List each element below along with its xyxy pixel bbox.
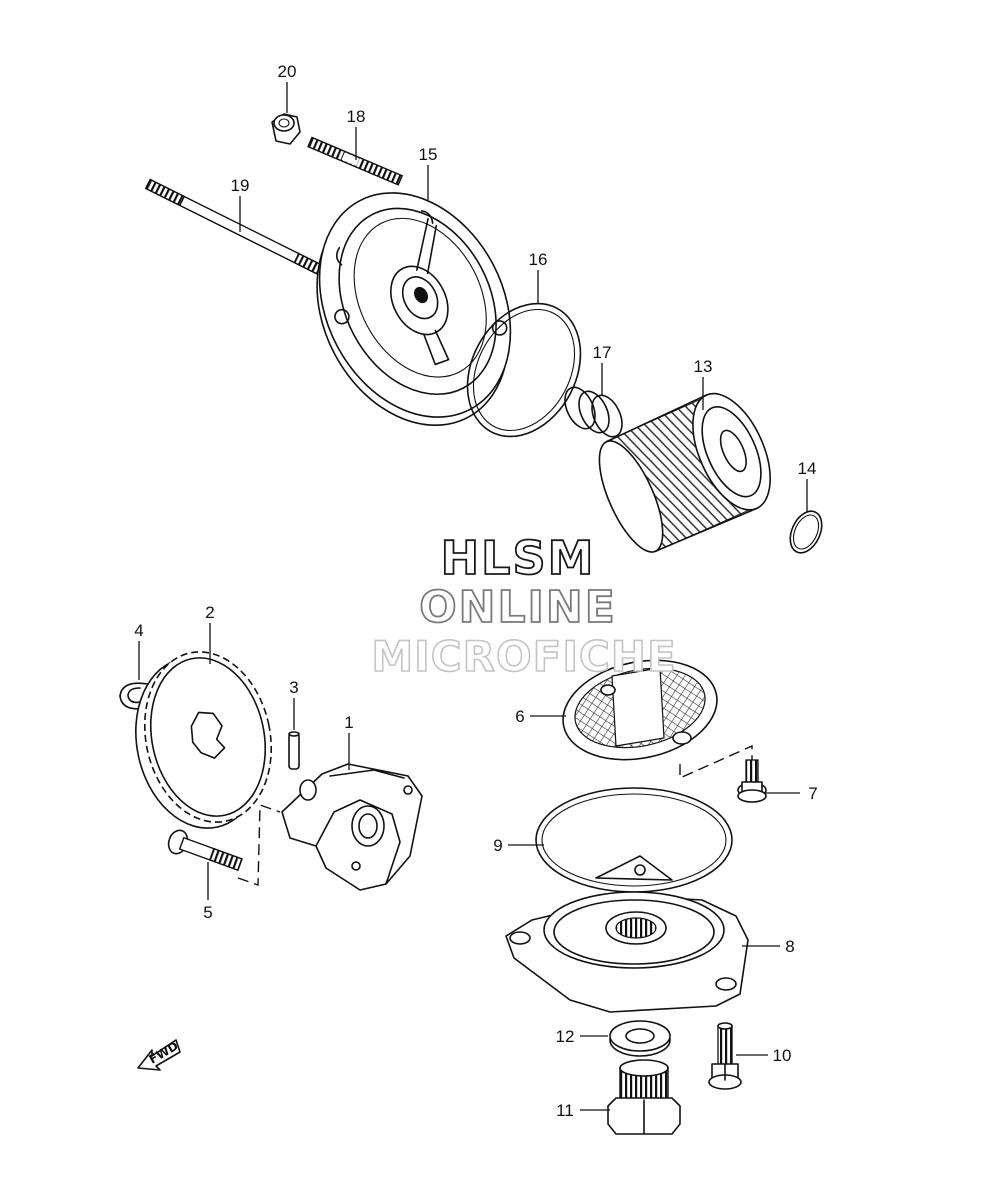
callout-11[interactable]: 11 xyxy=(556,1101,574,1120)
part-15-filter-cap[interactable] xyxy=(277,159,551,458)
part-7-bolt[interactable] xyxy=(737,759,767,803)
watermark-line-1: HLSM xyxy=(441,531,596,585)
part-14-o-ring[interactable] xyxy=(784,506,828,558)
part-13-oil-filter[interactable] xyxy=(586,382,786,562)
callout-16[interactable]: 16 xyxy=(529,250,548,269)
part-8-sump-cover[interactable] xyxy=(505,855,749,1013)
callout-17[interactable]: 17 xyxy=(593,343,612,362)
watermark-line-3: MICROFICHE xyxy=(371,632,676,681)
callout-1[interactable]: 1 xyxy=(344,713,353,732)
assembly-path xyxy=(237,804,281,886)
callout-13[interactable]: 13 xyxy=(694,357,713,376)
callout-labels: 20 18 19 15 16 17 13 14 4 2 3 1 5 6 7 9 … xyxy=(134,62,817,1120)
watermark-line-2: ONLINE xyxy=(419,582,617,633)
part-18-stud[interactable] xyxy=(307,136,404,186)
callout-20[interactable]: 20 xyxy=(278,62,297,81)
callout-9[interactable]: 9 xyxy=(493,836,502,855)
part-2-pump-gear[interactable] xyxy=(120,640,288,840)
callout-4[interactable]: 4 xyxy=(134,621,143,640)
part-11-drain-plug[interactable] xyxy=(607,1059,681,1135)
callout-5[interactable]: 5 xyxy=(203,903,212,922)
callout-15[interactable]: 15 xyxy=(419,145,438,164)
part-12-washer[interactable] xyxy=(609,1020,671,1057)
part-1-oil-pump[interactable] xyxy=(281,763,423,891)
part-17-spring[interactable] xyxy=(559,383,628,442)
part-20-cap-nut[interactable] xyxy=(271,113,301,145)
callout-10[interactable]: 10 xyxy=(773,1046,792,1065)
callout-7[interactable]: 7 xyxy=(808,784,817,803)
part-5-bolt[interactable] xyxy=(165,828,244,876)
callout-3[interactable]: 3 xyxy=(289,678,298,697)
fwd-arrow-icon: FWD xyxy=(137,1039,181,1071)
assembly-path xyxy=(679,744,753,780)
callout-6[interactable]: 6 xyxy=(515,707,524,726)
callout-14[interactable]: 14 xyxy=(798,459,817,478)
watermark: HLSM ONLINE MICROFICHE xyxy=(371,530,677,682)
part-6-oil-strainer[interactable] xyxy=(554,647,727,773)
part-3-dowel-pin[interactable] xyxy=(288,731,300,770)
callout-12[interactable]: 12 xyxy=(556,1027,575,1046)
part-4-circlip[interactable] xyxy=(119,682,149,710)
part-10-bolt[interactable] xyxy=(708,1022,742,1090)
callout-19[interactable]: 19 xyxy=(231,176,250,195)
callout-8[interactable]: 8 xyxy=(785,937,794,956)
leader-lines xyxy=(138,82,808,1111)
callout-18[interactable]: 18 xyxy=(347,107,366,126)
callout-2[interactable]: 2 xyxy=(205,603,214,622)
part-16-o-ring[interactable] xyxy=(445,284,603,456)
